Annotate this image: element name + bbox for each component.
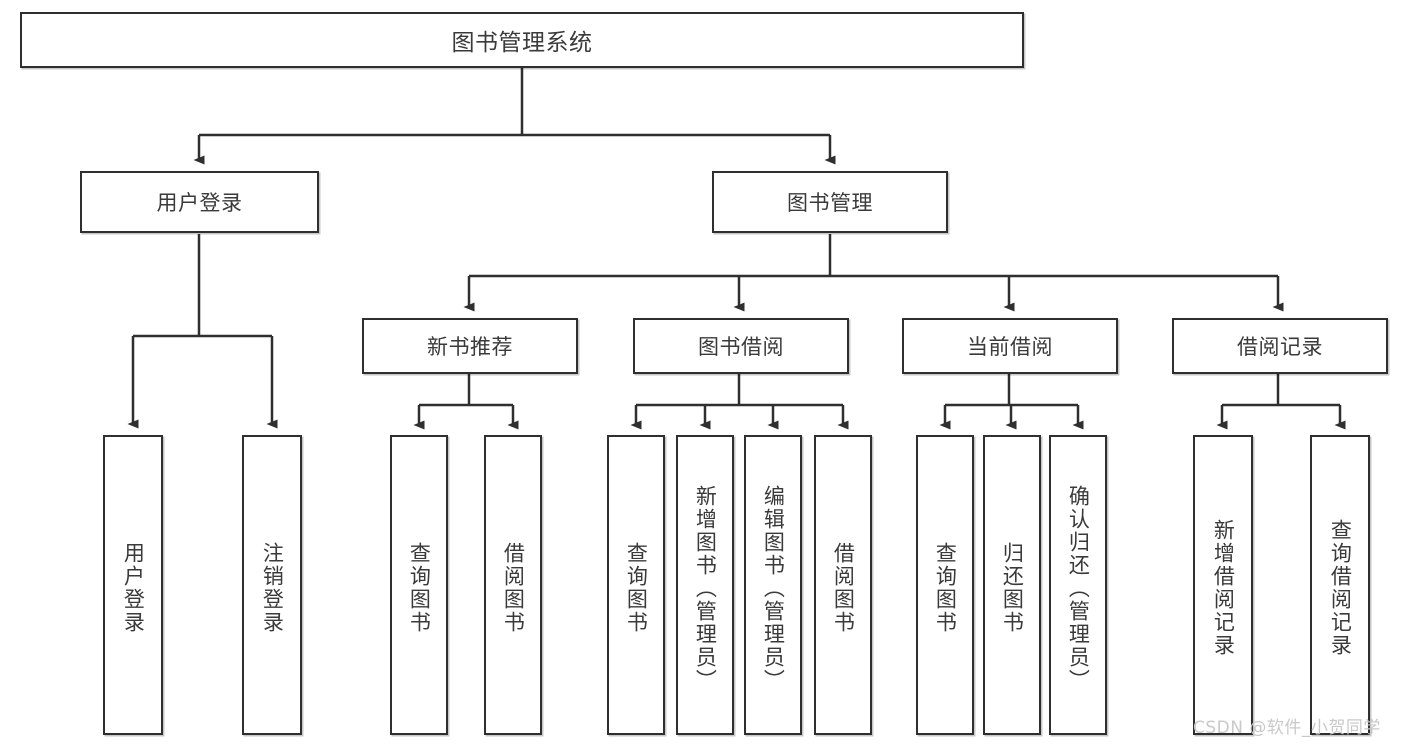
- node-book-management[interactable]: 图书管理: [712, 171, 948, 233]
- leaf-query-book-borrow-label: 查询图书: [624, 542, 649, 634]
- leaf-add-book-admin[interactable]: 新增图书（管理员）: [676, 435, 734, 735]
- leaf-edit-book-admin-label: 编辑图书（管理员）: [761, 484, 786, 692]
- node-book-management-label: 图书管理: [787, 191, 873, 215]
- leaf-query-book-current-label: 查询图书: [933, 542, 958, 634]
- leaf-borrow-book-newbook[interactable]: 借阅图书: [484, 435, 542, 735]
- leaf-add-borrow-record[interactable]: 新增借阅记录: [1193, 435, 1253, 735]
- node-user-login-label: 用户登录: [156, 191, 243, 215]
- leaf-return-book[interactable]: 归还图书: [983, 435, 1041, 735]
- leaf-edit-book-admin[interactable]: 编辑图书（管理员）: [744, 435, 802, 735]
- leaf-return-book-label: 归还图书: [1000, 542, 1025, 634]
- node-current-borrow-label: 当前借阅: [967, 335, 1053, 359]
- csdn-watermark: CSDN @软件_小贺同学: [1193, 718, 1381, 738]
- leaf-logout[interactable]: 注销登录: [242, 435, 302, 735]
- leaf-query-book-newbook-label: 查询图书: [407, 542, 432, 634]
- node-current-borrow[interactable]: 当前借阅: [902, 318, 1118, 374]
- leaf-query-borrow-record-label: 查询借阅记录: [1328, 519, 1353, 657]
- leaf-query-book-borrow[interactable]: 查询图书: [607, 435, 665, 735]
- leaf-add-borrow-record-label: 新增借阅记录: [1211, 519, 1236, 657]
- node-borrow-record[interactable]: 借阅记录: [1172, 318, 1388, 374]
- node-new-book-recommend-label: 新书推荐: [427, 335, 513, 359]
- leaf-user-login[interactable]: 用户登录: [103, 435, 163, 735]
- node-root-label: 图书管理系统: [451, 30, 593, 56]
- node-borrow-record-label: 借阅记录: [1237, 335, 1323, 359]
- leaf-borrow-book[interactable]: 借阅图书: [814, 435, 872, 735]
- leaf-borrow-book-label: 借阅图书: [831, 542, 856, 634]
- node-root-system[interactable]: 图书管理系统: [20, 12, 1024, 68]
- node-book-borrow-label: 图书借阅: [698, 335, 784, 359]
- node-user-login[interactable]: 用户登录: [80, 171, 319, 233]
- leaf-confirm-return-admin-label: 确认归还（管理员）: [1066, 484, 1091, 692]
- node-new-book-recommend[interactable]: 新书推荐: [362, 318, 578, 374]
- leaf-confirm-return-admin[interactable]: 确认归还（管理员）: [1049, 435, 1107, 735]
- leaf-borrow-book-newbook-label: 借阅图书: [501, 542, 526, 634]
- leaf-query-book-newbook[interactable]: 查询图书: [390, 435, 448, 735]
- leaf-user-login-label: 用户登录: [121, 542, 146, 634]
- leaf-query-book-current[interactable]: 查询图书: [916, 435, 974, 735]
- leaf-query-borrow-record[interactable]: 查询借阅记录: [1310, 435, 1370, 735]
- leaf-logout-label: 注销登录: [260, 542, 285, 634]
- node-book-borrow[interactable]: 图书借阅: [633, 318, 849, 374]
- leaf-add-book-admin-label: 新增图书（管理员）: [693, 484, 718, 692]
